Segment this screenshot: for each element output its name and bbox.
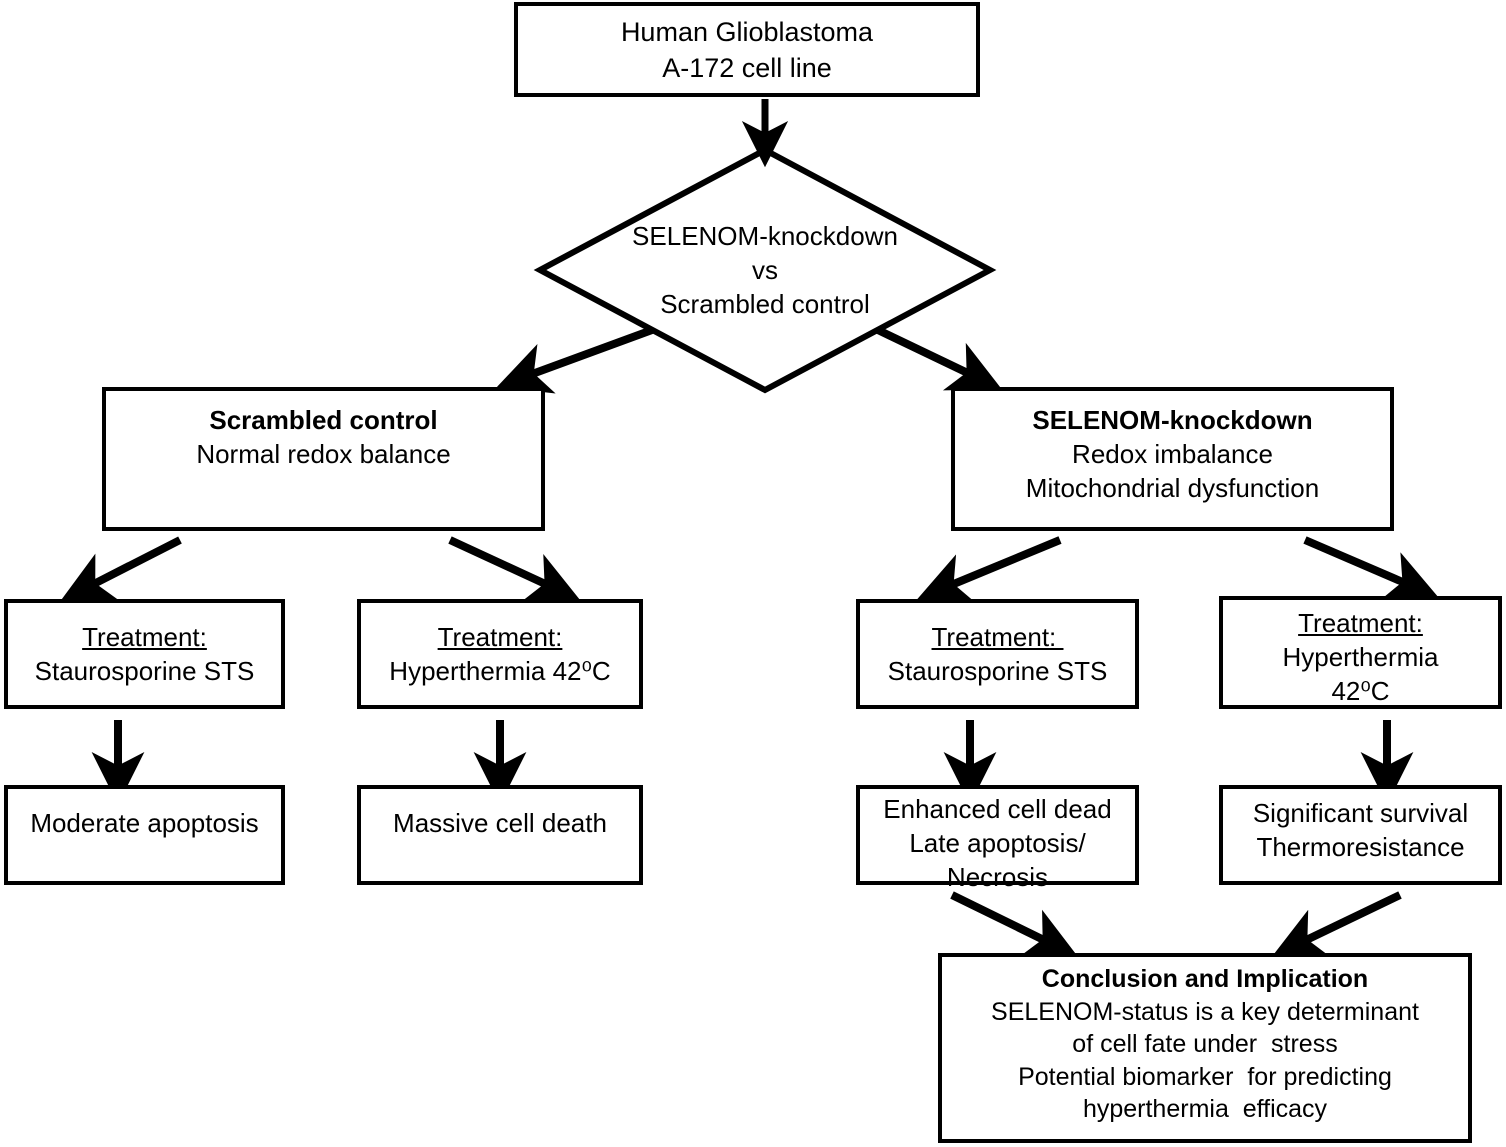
outcome-line-3: Necrosis [946, 861, 1049, 892]
treatment-label: Treatment: [1298, 608, 1423, 638]
scrambled-control-line-1: Normal redox balance [196, 438, 451, 469]
outcome-line-1: Enhanced cell dead [883, 794, 1112, 824]
treatment-label: Treatment: [437, 622, 563, 652]
node-treatment-scrambled-sts: Treatment: Staurosporine STS [4, 599, 285, 709]
node-outcome-significant-survival: Significant survival Thermoresistance [1219, 785, 1502, 885]
conclusion-line-1: SELENOM-status is a key determinant [991, 997, 1419, 1026]
conclusion-heading: Conclusion and Implication [1041, 965, 1369, 993]
decision-line-3: Scrambled control [660, 289, 870, 320]
node-outcome-massive-cell-death: Massive cell death [357, 785, 643, 885]
outcome-line-1: Moderate apoptosis [30, 808, 259, 838]
treatment-value-line-1: Hyperthermia [1282, 641, 1439, 672]
node-selenom-knockdown: SELENOM-knockdown Redox imbalance Mitoch… [951, 387, 1394, 531]
treatment-value-line-2: 42⁰C [1331, 675, 1390, 706]
conclusion-line-4: hyperthermia efficacy [1082, 1095, 1328, 1123]
conclusion-line-3: Potential biomarker for predicting [1018, 1062, 1392, 1091]
edge-outcome3-to-conclusion [950, 891, 1078, 958]
outcome-line-2: Thermoresistance [1256, 831, 1465, 862]
scrambled-control-heading: Scrambled control [209, 405, 438, 435]
node-treatment-scrambled-hyperthermia: Treatment: Hyperthermia 42⁰C [357, 599, 643, 709]
treatment-label: Treatment: [82, 622, 207, 652]
node-treatment-knockdown-hyperthermia: Treatment: Hyperthermia 42⁰C [1219, 596, 1502, 709]
treatment-value-line-1: Hyperthermia 42⁰C [389, 655, 611, 686]
node-conclusion-implication: Conclusion and Implication SELENOM-statu… [938, 953, 1472, 1143]
node-cell-line-line-2: A-172 cell line [662, 52, 832, 83]
node-outcome-enhanced-cell-death: Enhanced cell dead Late apoptosis/ Necro… [856, 785, 1139, 892]
selenom-knockdown-heading: SELENOM-knockdown [1032, 405, 1313, 435]
edge-scrambled-to-treatment-sts [60, 536, 182, 602]
treatment-label: Treatment: [931, 622, 1064, 652]
edge-knockdown-to-treatment-hyperthermia [1303, 536, 1439, 601]
node-decision-comparison: SELENOM-knockdown vs Scrambled control [540, 150, 990, 390]
outcome-line-1: Massive cell death [393, 808, 607, 838]
node-scrambled-control: Scrambled control Normal redox balance [102, 387, 545, 531]
treatment-value-line-1: Staurosporine STS [34, 655, 255, 686]
outcome-line-2: Late apoptosis/ [909, 827, 1086, 858]
node-outcome-moderate-apoptosis: Moderate apoptosis [4, 785, 285, 885]
outcome-line-1: Significant survival [1252, 798, 1469, 828]
decision-line-1: SELENOM-knockdown [632, 220, 898, 251]
node-cell-line: Human Glioblastoma A-172 cell line [514, 2, 980, 97]
edge-scrambled-to-treatment-hyperthermia [448, 536, 581, 602]
edge-outcome4-to-conclusion [1272, 891, 1402, 958]
decision-line-2: vs [752, 254, 778, 285]
selenom-knockdown-line-2: Mitochondrial dysfunction [1025, 472, 1320, 503]
node-cell-line-line-1: Human Glioblastoma [620, 17, 874, 48]
conclusion-line-2: of cell fate under stress [1072, 1030, 1338, 1058]
node-treatment-knockdown-sts: Treatment: Staurosporine STS [856, 599, 1139, 709]
edge-knockdown-to-treatment-sts [917, 536, 1062, 604]
treatment-value-line-1: Staurosporine STS [887, 655, 1108, 686]
selenom-knockdown-line-1: Redox imbalance [1072, 438, 1273, 469]
